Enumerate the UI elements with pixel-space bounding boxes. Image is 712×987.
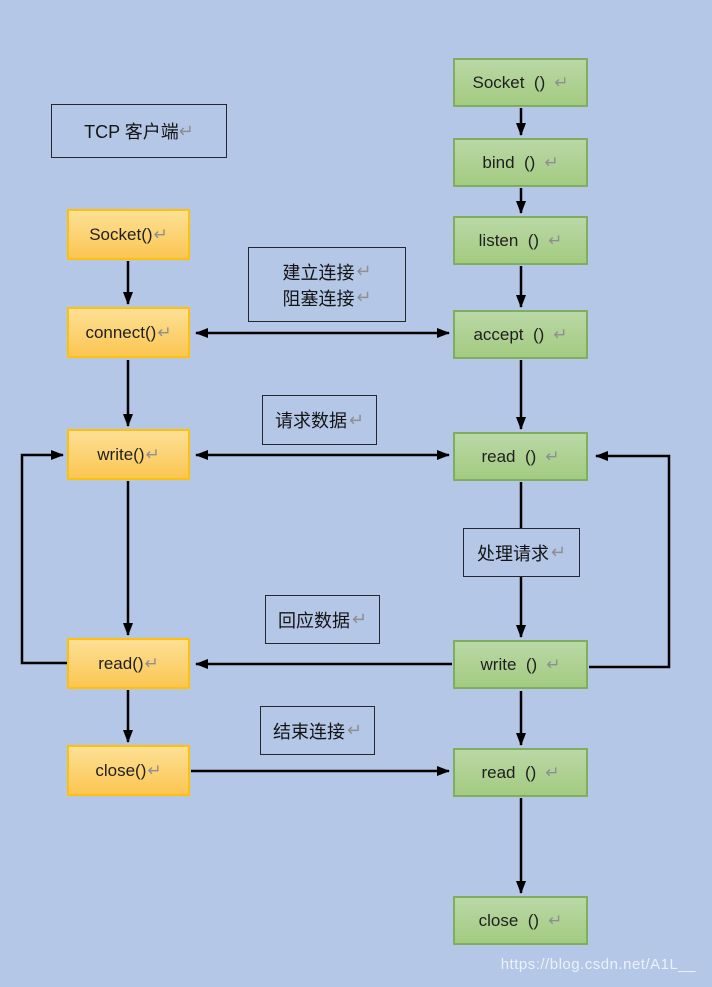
edge-label-text: 请求数据 [274, 411, 347, 431]
edge-label-close-connection: 结束连接↵ [260, 706, 375, 755]
server-node-accept: accept () ↵ [453, 310, 588, 359]
return-mark-icon: ↵ [545, 446, 560, 466]
edge-label-text: 建立连接 [282, 262, 355, 283]
server-node-read-2: read () ↵ [453, 748, 588, 797]
node-label: write() [97, 444, 145, 464]
server-node-socket: Socket () ↵ [453, 58, 588, 107]
server-node-close: close () ↵ [453, 896, 588, 945]
edge-label-text: 处理请求 [476, 543, 549, 564]
return-mark-icon: ↵ [550, 542, 567, 562]
node-label: close() [95, 760, 147, 780]
client-node-close: close()↵ [67, 745, 190, 796]
node-label: read () [481, 446, 537, 466]
edge-label-response-data: 回应数据↵ [265, 595, 380, 644]
server-node-write: write () ↵ [453, 640, 588, 689]
return-mark-icon: ↵ [157, 322, 172, 342]
arrow-client-read-write-loop [20, 450, 67, 665]
return-mark-icon: ↵ [144, 653, 159, 673]
server-node-bind: bind () ↵ [453, 138, 588, 187]
return-mark-icon: ↵ [546, 654, 561, 674]
return-mark-icon: ↵ [356, 261, 372, 281]
return-mark-icon: ↵ [545, 762, 560, 782]
return-mark-icon: ↵ [147, 760, 162, 780]
return-mark-icon: ↵ [548, 910, 563, 930]
edge-label-establish-connection: 建立连接↵ 阻塞连接↵ [248, 247, 406, 322]
return-mark-icon: ↵ [554, 72, 569, 92]
node-label: connect() [85, 322, 157, 342]
client-node-socket: Socket()↵ [67, 209, 190, 260]
return-mark-icon: ↵ [548, 230, 563, 250]
return-mark-icon: ↵ [178, 120, 194, 141]
node-label: Socket () [472, 72, 546, 92]
return-mark-icon: ↵ [346, 720, 363, 740]
client-node-read: read()↵ [67, 638, 190, 689]
edge-label-text: 结束连接 [272, 721, 345, 742]
title-label: TCP 客户端 [84, 122, 179, 142]
server-node-read-1: read () ↵ [453, 432, 588, 481]
node-label: accept () [473, 324, 545, 344]
return-mark-icon: ↵ [544, 152, 559, 172]
node-label: close () [478, 910, 540, 930]
arrow-server-write-read-loop [589, 451, 671, 669]
return-mark-icon: ↵ [356, 287, 372, 307]
server-node-listen: listen () ↵ [453, 216, 588, 265]
client-node-connect: connect()↵ [67, 307, 190, 358]
return-mark-icon: ↵ [348, 409, 365, 430]
csdn-watermark: https://blog.csdn.net/A1L__ [500, 956, 696, 973]
return-mark-icon: ↵ [145, 444, 160, 464]
edge-label-process-request: 处理请求↵ [463, 528, 580, 577]
node-label: read () [481, 762, 537, 782]
node-label: listen () [478, 230, 540, 250]
title-box-tcp-client: TCP 客户端↵ [51, 104, 227, 158]
node-label: Socket() [89, 224, 153, 244]
edge-label-text: 回应数据 [277, 610, 350, 631]
client-node-write: write()↵ [67, 429, 190, 480]
node-label: bind () [482, 152, 536, 172]
node-label: read() [98, 653, 144, 673]
edge-label-text: 阻塞连接 [282, 288, 355, 309]
node-label: write () [480, 654, 538, 674]
return-mark-icon: ↵ [553, 324, 568, 344]
return-mark-icon: ↵ [351, 609, 368, 629]
edge-label-request-data: 请求数据↵ [262, 395, 377, 445]
return-mark-icon: ↵ [153, 224, 168, 244]
